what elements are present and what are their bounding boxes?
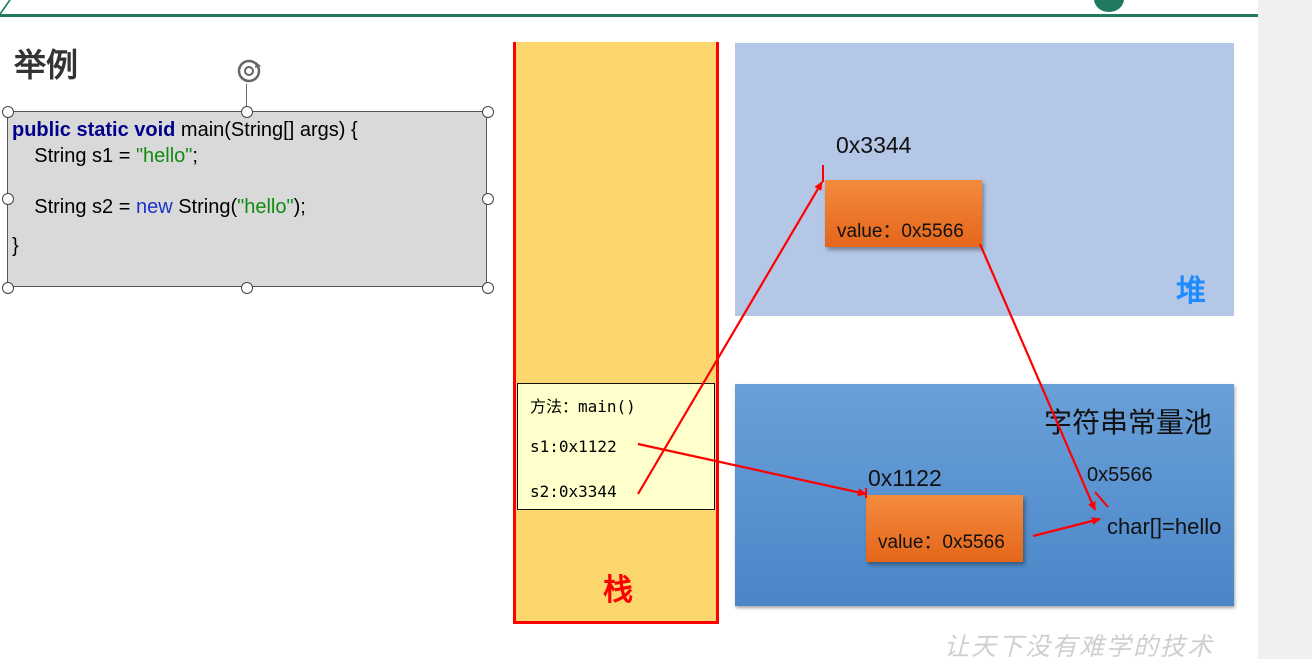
arrow-s2-to-heap <box>637 181 823 495</box>
arrow-pool-to-char-array <box>1032 517 1101 538</box>
scroll-gutter <box>1258 0 1312 659</box>
stack-frame-main <box>517 383 715 510</box>
rotate-icon[interactable] <box>234 56 264 86</box>
frame-var-s1: s1:0x1122 <box>530 437 617 456</box>
pool-object-address: 0x1122 <box>868 465 942 491</box>
code-line-3: String s2 = new String("hello"); <box>12 196 306 219</box>
char-array-tick <box>1094 491 1109 508</box>
frame-method: 方法：main() <box>530 397 636 416</box>
resize-handle-e[interactable] <box>482 193 494 205</box>
heap-object-address: 0x3344 <box>836 132 912 158</box>
watermark: 让天下没有难学的技术 <box>944 632 1215 661</box>
code-s1-end: ; <box>192 145 198 167</box>
pool-object-value: value：0x5566 <box>878 532 1005 553</box>
code-line-2: String s1 = "hello"; <box>12 145 198 168</box>
arrow-s1-to-pool <box>637 442 867 497</box>
char-array-address: 0x5566 <box>1087 464 1153 486</box>
header-rule <box>0 14 1258 17</box>
resize-handle-w[interactable] <box>2 193 14 205</box>
code-signature: main(String[] args) { <box>175 119 358 141</box>
code-new-keyword: new <box>135 196 173 218</box>
frame-var-s2: s2:0x3344 <box>530 482 617 501</box>
code-s1-literal: "hello" <box>135 145 193 167</box>
heap-label: 堆 <box>1176 274 1206 309</box>
resize-handle-se[interactable] <box>482 282 494 294</box>
code-line-4: } <box>12 235 19 257</box>
char-array: char[]=hello <box>1107 514 1222 539</box>
stack-label: 栈 <box>603 573 633 608</box>
code-s2-end: ); <box>293 196 306 218</box>
resize-handle-sw[interactable] <box>2 282 14 294</box>
code-s2-literal: "hello" <box>237 196 294 218</box>
heap-object-value: value：0x5566 <box>837 221 964 242</box>
code-s2-decl: String s2 = <box>12 196 136 218</box>
arrow-heap-to-char-array <box>978 243 1097 511</box>
stack-region <box>513 42 719 624</box>
heap-region <box>735 43 1234 316</box>
string-pool-label: 字符串常量池 <box>1044 406 1213 439</box>
resize-handle-n[interactable] <box>241 106 253 118</box>
code-s1-decl: String s1 = <box>12 145 136 167</box>
pool-string-object: value：0x5566 <box>866 495 1023 562</box>
resize-handle-ne[interactable] <box>482 106 494 118</box>
header-logo-dot <box>1094 0 1124 12</box>
section-title: 举例 <box>14 46 79 84</box>
rotate-stem <box>246 84 247 106</box>
heap-string-object: value：0x5566 <box>825 180 982 247</box>
code-box[interactable] <box>7 111 487 287</box>
code-keywords: public static void <box>12 119 176 141</box>
resize-handle-nw[interactable] <box>2 106 14 118</box>
resize-handle-s[interactable] <box>241 282 253 294</box>
code-s2-ctor: String( <box>172 196 238 218</box>
code-line-1: public static void main(String[] args) { <box>12 119 358 142</box>
